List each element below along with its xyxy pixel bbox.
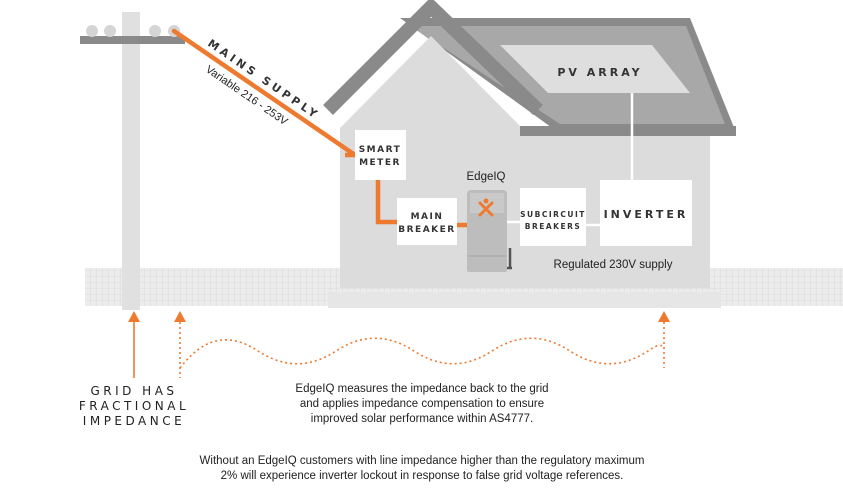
utility-pole <box>80 12 185 310</box>
subcircuit-breakers-label-2: BREAKERS <box>525 222 582 231</box>
measure-note-line-3: improved solar performance within AS4777… <box>311 413 533 425</box>
mains-supply-line <box>171 28 358 158</box>
gable-roof <box>323 0 543 116</box>
edgeiq-label: EdgeIQ <box>467 171 506 183</box>
edgeiq-device <box>467 190 512 272</box>
grid-impedance-label-1: GRID HAS <box>90 384 177 398</box>
grid-impedance-label-2: FRACTIONAL <box>79 399 189 413</box>
footnote-line-2: 2% will experience inverter lockout in r… <box>221 470 624 482</box>
subcircuit-breakers-label-1: SUBCIRCUIT <box>520 210 586 219</box>
grid-arrow <box>128 311 140 378</box>
measure-note-line-1: EdgeIQ measures the impedance back to th… <box>295 383 548 395</box>
subcircuit-breakers-box <box>520 188 586 246</box>
regulated-supply-label: Regulated 230V supply <box>554 259 673 271</box>
footnote-line-1: Without an EdgeIQ customers with line im… <box>200 455 645 467</box>
main-breaker-label-2: BREAKER <box>398 225 455 235</box>
pv-array-label: PV ARRAY <box>557 66 642 79</box>
impedance-dotted-arrow-left <box>174 311 186 378</box>
main-breaker-box <box>397 198 457 245</box>
smart-meter-label-1: SMART <box>359 145 402 155</box>
meter-to-breaker-line <box>375 180 397 225</box>
impedance-wave <box>179 337 665 369</box>
inverter-box <box>600 180 692 246</box>
inverter-label: INVERTER <box>604 208 689 221</box>
measure-note-line-2: and applies impedance compensation to en… <box>300 398 544 410</box>
pv-array-panel <box>500 45 690 93</box>
impedance-dotted-arrow-right <box>658 311 670 368</box>
smart-meter-box <box>355 130 406 180</box>
main-breaker-label-1: MAIN <box>411 212 444 222</box>
grid-impedance-label-3: IMPEDANCE <box>83 414 185 428</box>
smart-meter-label-2: METER <box>359 158 401 168</box>
house-foundation <box>328 292 721 308</box>
edgeiq-logo-icon <box>478 201 494 217</box>
